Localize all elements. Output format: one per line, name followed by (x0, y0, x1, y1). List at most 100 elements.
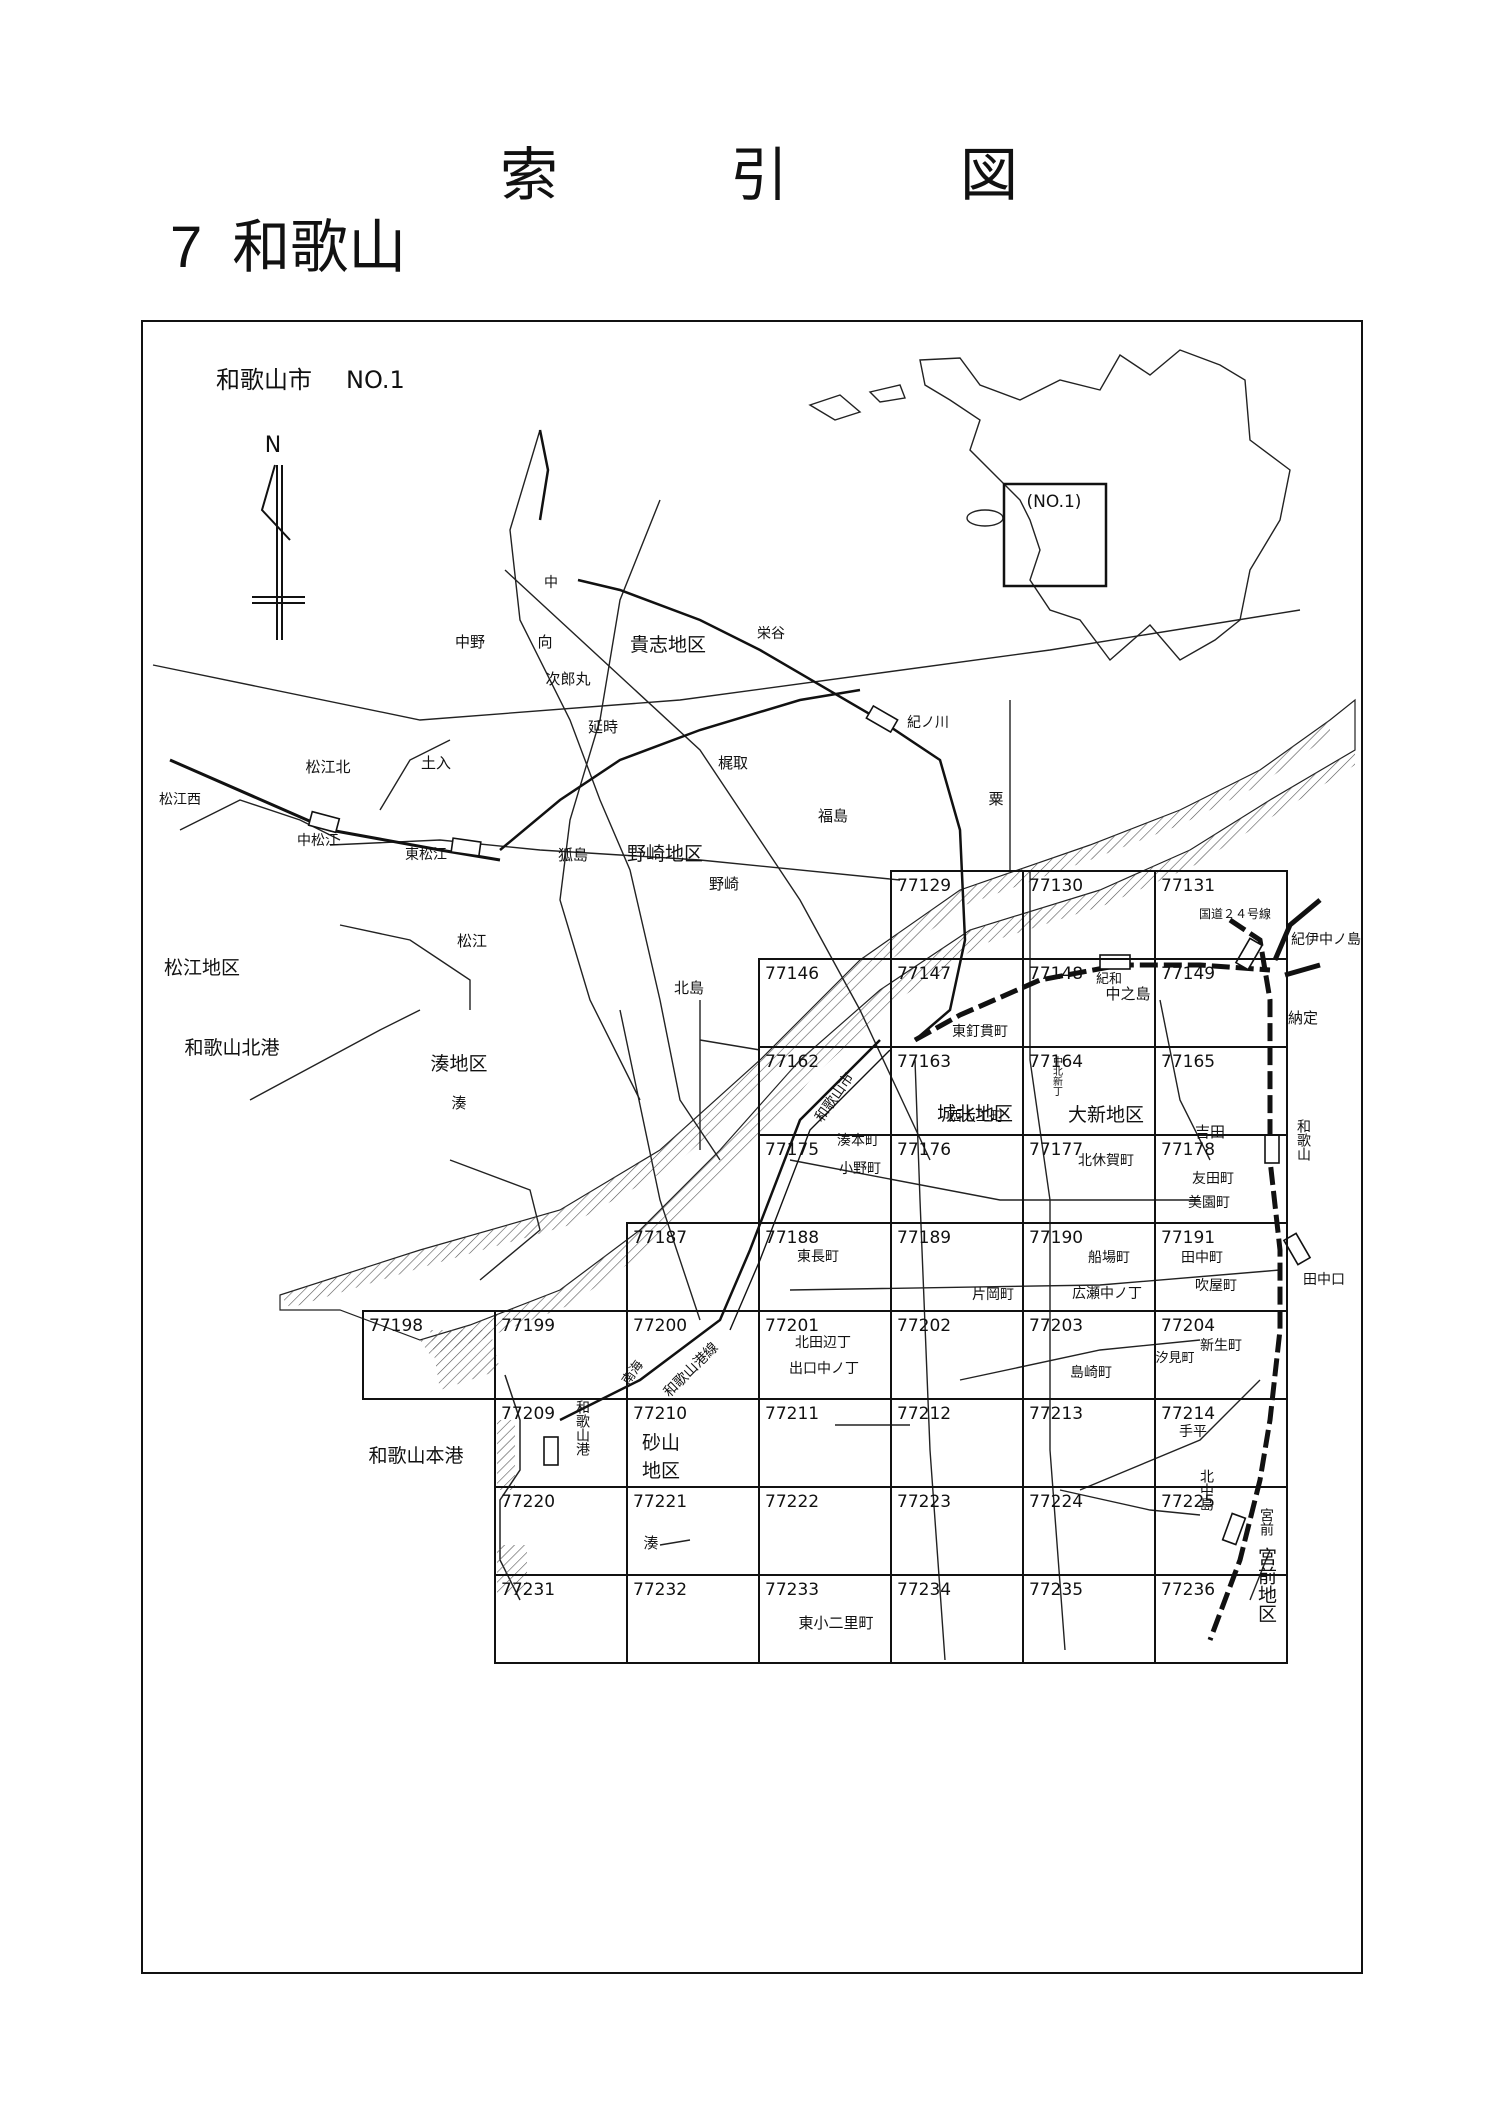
vertical-place-label: 宮前 (1258, 1508, 1274, 1537)
place-label: 中松江 (297, 833, 339, 849)
place-label: 地区 (642, 1460, 680, 1482)
grid-cell-id: 77163 (897, 1052, 951, 1072)
place-label: 東釘貫町 (952, 1023, 1008, 1040)
grid-cell-id: 77147 (897, 964, 951, 984)
grid-cell-id: 77162 (765, 1052, 819, 1072)
north-arrow-icon (252, 464, 305, 640)
coastline (430, 1330, 527, 1601)
place-label: 手平 (1179, 1424, 1207, 1440)
grid-cell-id: 77148 (1029, 964, 1083, 984)
grid-cell-id: 77233 (765, 1580, 819, 1600)
place-label: 国道２４号線 (1199, 906, 1271, 921)
place-label: 湊 (643, 1534, 658, 1552)
place-label: 田中町 (1181, 1250, 1223, 1266)
place-label: 延時 (588, 718, 618, 736)
place-label: 松江北 (305, 758, 350, 776)
rail-line-label: 和歌山市 (811, 1070, 857, 1126)
grid-cell-id: 77214 (1161, 1404, 1215, 1424)
place-label: 東長町 (797, 1249, 839, 1265)
place-label: 粟 (988, 790, 1003, 808)
inset-map (808, 349, 1291, 662)
grid-cell-id: 77202 (897, 1316, 951, 1336)
place-label: 納定 (1288, 1009, 1318, 1027)
place-label: 土入 (421, 754, 451, 772)
grid-cell-id: 77212 (897, 1404, 951, 1424)
place-label: 野崎地区 (627, 843, 703, 865)
grid-cell-id: 77224 (1029, 1492, 1083, 1512)
grid-cell-id: 77234 (897, 1580, 951, 1600)
grid-cell-id: 77177 (1029, 1140, 1083, 1160)
rail-line-label: 和歌山港線 (661, 1340, 722, 1401)
railways (169, 429, 1322, 1641)
map-city-name: 和歌山市 (216, 366, 312, 394)
place-label: 吹屋町 (1195, 1278, 1237, 1294)
place-label: 小野町 (839, 1161, 881, 1177)
grid-cell-id: 77204 (1161, 1316, 1215, 1336)
place-label: 北休賀町 (1078, 1153, 1134, 1169)
vertical-place-label: 宮前地区 (1255, 1547, 1277, 1623)
place-label: 松江 (457, 932, 487, 950)
place-label: 北田辺丁 (795, 1335, 851, 1351)
place-label: 向 (537, 633, 552, 651)
grid-cell-id: 77146 (765, 964, 819, 984)
heading-char-3: 図 (959, 141, 1020, 209)
vertical-place-label: 和歌山 (1295, 1119, 1311, 1161)
grid-cell-id: 77201 (765, 1316, 819, 1336)
vertical-place-label: 中北新丁 (1051, 1055, 1063, 1096)
place-label: 東小二里町 (798, 1614, 873, 1632)
grid-cell-id: 77129 (897, 876, 951, 896)
place-label: 貴志地区 (630, 634, 706, 656)
place-label: 出口中ノ丁 (789, 1361, 859, 1377)
place-label: 吉田 (1195, 1123, 1225, 1141)
north-label: N (265, 433, 281, 458)
grid-cell-id: 77231 (501, 1580, 555, 1600)
section-name: 和歌山 (232, 213, 407, 281)
page-heading: 索 引 図 (500, 128, 1020, 212)
grid-cell-id: 77165 (1161, 1052, 1215, 1072)
place-label: 汐見町 (1155, 1350, 1194, 1366)
river (279, 698, 1356, 1355)
place-label: 紀伊中ノ島 (1291, 932, 1361, 948)
grid-cell-id: 77149 (1161, 964, 1215, 984)
grid-cell-id: 77187 (633, 1228, 687, 1248)
grid-cell-id: 77200 (633, 1316, 687, 1336)
place-label: 西大工町 (948, 1109, 1004, 1125)
place-label: 和歌山北港 (184, 1037, 279, 1059)
grid-cell-id: 77190 (1029, 1228, 1083, 1248)
heading-char-1: 索 (500, 141, 561, 209)
grid-cell-id: 77235 (1029, 1580, 1083, 1600)
section-number: 7 (170, 215, 203, 280)
grid-cell-id: 77221 (633, 1492, 687, 1512)
grid-cell-id: 77220 (501, 1492, 555, 1512)
place-label: 美園町 (1188, 1195, 1230, 1211)
place-label: 砂山 (642, 1432, 680, 1454)
place-label: 狐島 (558, 846, 588, 864)
place-label: 松江西 (159, 792, 201, 808)
vertical-place-label: 北中島 (1198, 1469, 1214, 1511)
grid-cell-id: 77188 (765, 1228, 819, 1248)
place-label: 大新地区 (1068, 1104, 1144, 1126)
map-section-title: 7 和歌山 (170, 200, 406, 284)
place-label: 片岡町 (972, 1287, 1014, 1303)
heading-char-2: 引 (729, 141, 790, 209)
grid-cell-id: 77175 (765, 1140, 819, 1160)
place-label: 田中口 (1303, 1272, 1345, 1288)
place-label: 湊 (451, 1094, 466, 1112)
grid-cell-id: 77236 (1161, 1580, 1215, 1600)
inset-label: (NO.1) (1027, 492, 1082, 512)
grid-cell-id: 77210 (633, 1404, 687, 1424)
place-label: 城北地区 (937, 1103, 1013, 1125)
grid-cell-id: 77189 (897, 1228, 951, 1248)
place-label: 広瀬中ノ丁 (1072, 1286, 1142, 1302)
grid-cell-id: 77232 (633, 1580, 687, 1600)
grid-cell-id: 77198 (369, 1316, 423, 1336)
grid-cell-id: 77199 (501, 1316, 555, 1336)
place-label: 新生町 (1200, 1338, 1242, 1354)
grid-cell-id: 77213 (1029, 1404, 1083, 1424)
place-label: 東松江 (405, 847, 447, 863)
place-label: 野崎 (709, 875, 739, 893)
place-label: 中之島 (1105, 985, 1150, 1003)
place-label: 福島 (818, 807, 848, 825)
place-label: 友田町 (1192, 1171, 1234, 1187)
place-label: 湊本町 (837, 1132, 879, 1149)
